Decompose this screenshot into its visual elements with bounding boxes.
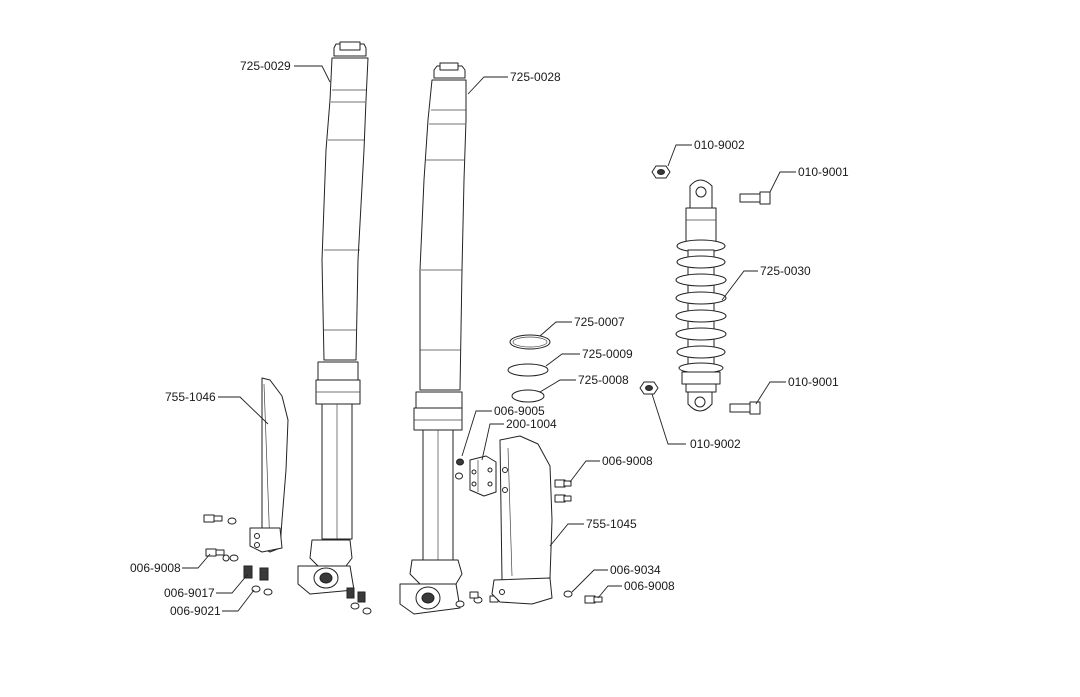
bracket-200-1004: [455, 455, 497, 497]
fork-guard-left: [249, 377, 289, 553]
label-screw-left-1: 006-9008: [130, 561, 181, 575]
label-screw-d: 006-9008: [624, 579, 675, 593]
fork-guard-right: [491, 435, 553, 605]
label-bracket: 200-1004: [506, 417, 557, 431]
left-fork-bolts: [346, 587, 372, 615]
label-fork-tube-right: 725-0028: [510, 70, 561, 84]
label-disc-2: 725-0008: [578, 373, 629, 387]
ring-725-0007: [509, 334, 551, 350]
label-screw-c: 006-9034: [610, 563, 661, 577]
label-screw-b: 006-9008: [602, 454, 653, 468]
label-disc-1: 725-0009: [582, 347, 633, 361]
label-guard-left: 755-1046: [165, 390, 216, 404]
label-nut-bottom: 010-9002: [690, 437, 741, 451]
nut-bottom: [639, 381, 659, 395]
fork-tube-right: [399, 62, 467, 615]
bolt-top: [739, 191, 771, 205]
right-fork-bolts: [455, 591, 499, 608]
callout-labels: 725-0029 725-0028 010-9002 010-9001 725-…: [130, 59, 849, 618]
label-bolt-bottom: 010-9001: [788, 375, 839, 389]
label-fork-tube-left: 725-0029: [240, 59, 291, 73]
shock-spring: [675, 255, 727, 374]
label-ring: 725-0007: [574, 315, 625, 329]
label-washer-left: 006-9021: [170, 604, 221, 618]
right-guard-screws: [554, 479, 603, 604]
disc-725-0009: [507, 363, 549, 377]
label-guard-right: 755-1045: [586, 517, 637, 531]
leader-lines: [182, 65, 796, 612]
left-small-hardware: [203, 514, 273, 596]
label-bolt-top: 010-9001: [798, 165, 849, 179]
label-screw-left-2: 006-9017: [164, 586, 215, 600]
fork-tube-left: [297, 41, 369, 595]
label-shock: 725-0030: [760, 264, 811, 278]
bolt-bottom: [729, 401, 761, 415]
label-nut-top: 010-9002: [694, 138, 745, 152]
nut-top: [651, 165, 671, 179]
shock-absorber: [675, 179, 727, 412]
disc-725-0008: [511, 389, 545, 403]
label-screw-a: 006-9005: [494, 404, 545, 418]
